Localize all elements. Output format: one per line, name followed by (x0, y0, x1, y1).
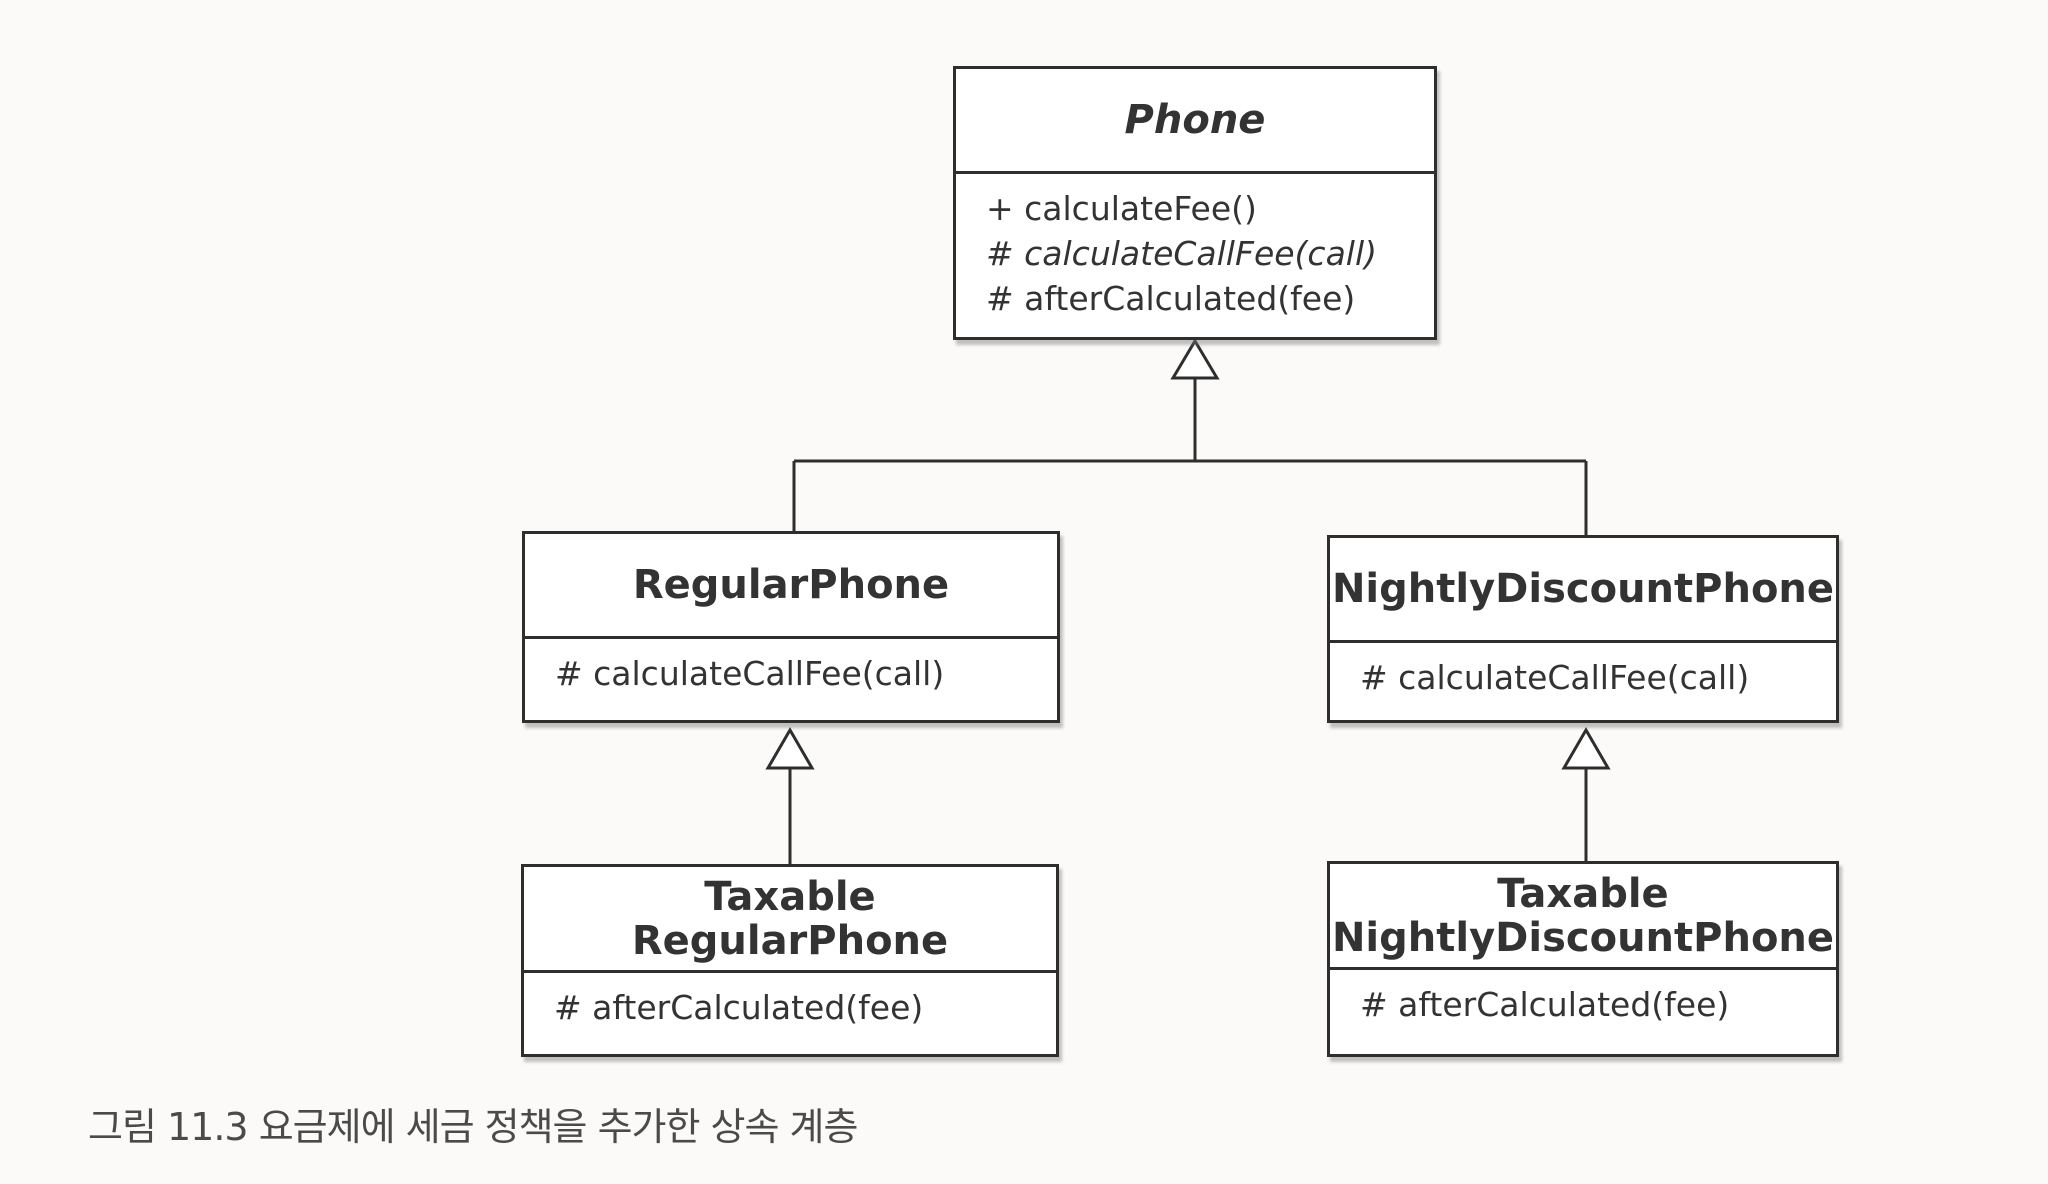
class-taxable-regular-phone: Taxable RegularPhone # afterCalculated(f… (521, 864, 1059, 1057)
operation: # afterCalculated(fee) (554, 988, 924, 1027)
operation: + calculateFee() (986, 189, 1257, 228)
generalization-connector-phone (792, 338, 1588, 535)
class-name: Taxable NightlyDiscountPhone (1330, 864, 1836, 970)
class-name: Taxable RegularPhone (524, 867, 1056, 973)
operation: # afterCalculated(fee) (1360, 985, 1730, 1024)
operation: # afterCalculated(fee) (986, 279, 1356, 318)
class-operations: # afterCalculated(fee) (1330, 970, 1836, 1027)
class-name: Phone (956, 69, 1434, 174)
class-phone: Phone + calculateFee() # calculateCallFe… (953, 66, 1437, 340)
class-name-line: Taxable (704, 873, 876, 920)
class-name-line: RegularPhone (631, 917, 949, 964)
inheritance-arrowhead (1170, 338, 1220, 380)
class-name-line: NightlyDiscountPhone (1331, 914, 1835, 961)
class-nightly-discount-phone: NightlyDiscountPhone # calculateCallFee(… (1327, 535, 1839, 723)
class-operations: + calculateFee() # calculateCallFee(call… (956, 174, 1434, 321)
class-operations: # calculateCallFee(call) (525, 639, 1057, 696)
operation: # calculateCallFee(call) (986, 234, 1378, 273)
class-name: NightlyDiscountPhone (1330, 538, 1836, 643)
class-operations: # afterCalculated(fee) (524, 973, 1056, 1030)
class-regular-phone: RegularPhone # calculateCallFee(call) (522, 531, 1060, 723)
class-operations: # calculateCallFee(call) (1330, 643, 1836, 700)
figure-caption: 그림 11.3 요금제에 세금 정책을 추가한 상속 계층 (88, 1105, 858, 1149)
class-taxable-nightly-discount-phone: Taxable NightlyDiscountPhone # afterCalc… (1327, 861, 1839, 1057)
class-name-line: Taxable (1497, 870, 1669, 917)
generalization-connector-nightly-discount-phone (1561, 727, 1611, 863)
inheritance-arrowhead (1561, 727, 1611, 770)
operation: # calculateCallFee(call) (555, 654, 945, 693)
class-name: RegularPhone (525, 534, 1057, 639)
inheritance-arrowhead (765, 727, 815, 770)
generalization-connector-regular-phone (765, 727, 815, 866)
operation: # calculateCallFee(call) (1360, 658, 1750, 697)
